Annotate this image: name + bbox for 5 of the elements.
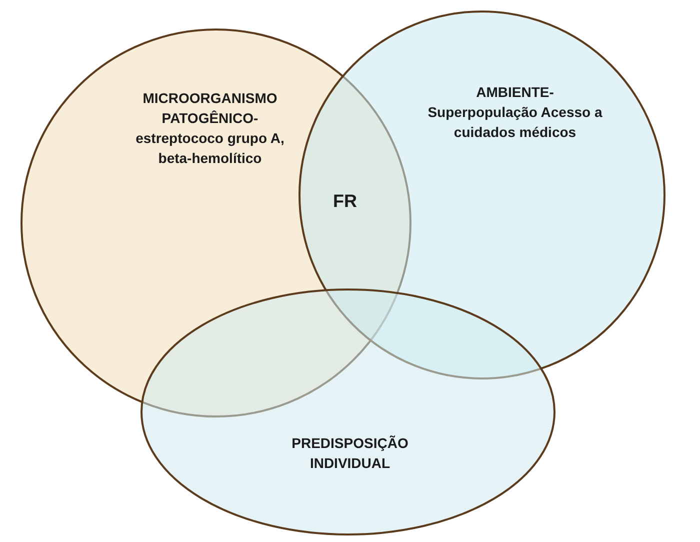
center-label: FR: [333, 190, 357, 213]
circle-label: AMBIENTE- Superpopulação Acesso a cuidados médicos: [426, 83, 604, 142]
circle-label: PREDISPOSIÇÃO INDIVIDUAL: [290, 434, 410, 473]
circle-label: MICROORGANISMO PATOGÊNICO- estreptococo grupo A, beta-hemolítico: [134, 89, 286, 168]
venn-ellipse: [140, 288, 556, 536]
